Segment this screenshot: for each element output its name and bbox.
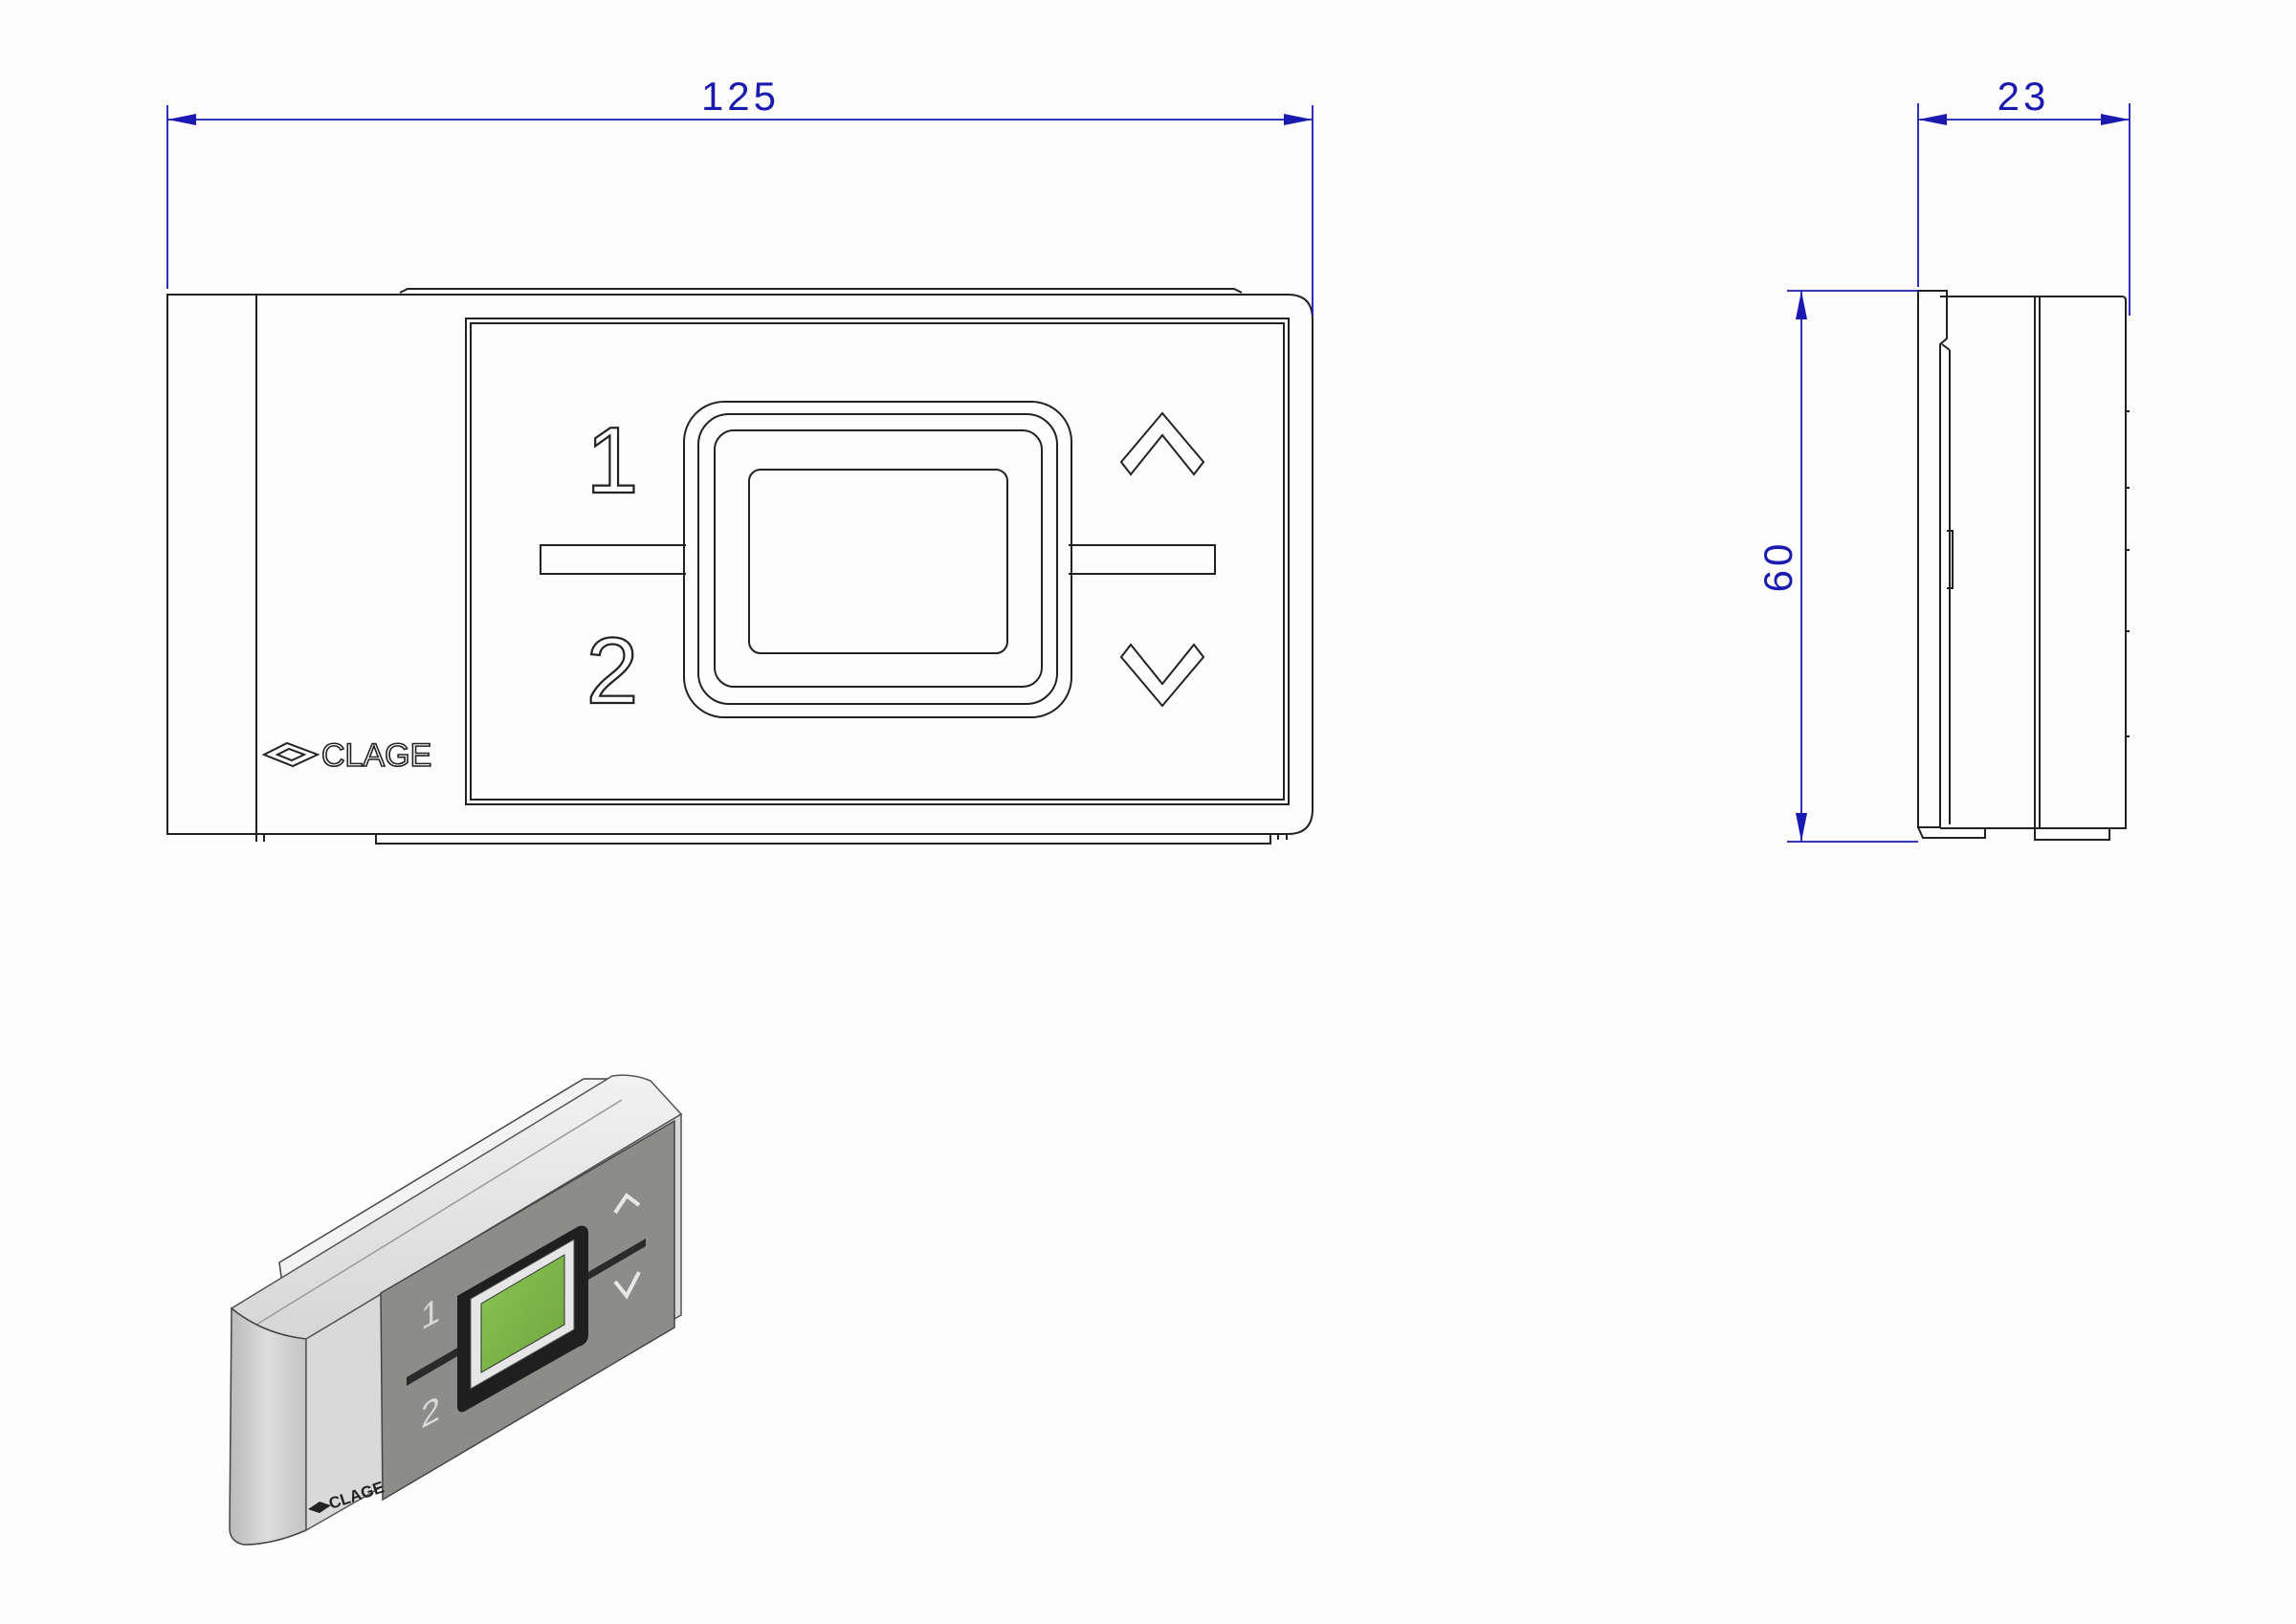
iso-key-1-label: 1 bbox=[421, 1290, 440, 1339]
height-dimension: 60 bbox=[1755, 290, 1918, 843]
iso-chevron-up-icon bbox=[613, 1193, 641, 1215]
iso-chevron-down-icon bbox=[613, 1271, 641, 1300]
key-2-label: 2 bbox=[586, 618, 639, 723]
width-value: 125 bbox=[701, 74, 780, 119]
height-value: 60 bbox=[1755, 540, 1800, 593]
chevron-down-icon bbox=[1119, 643, 1205, 708]
isometric-view: 1 2 CLAGE bbox=[229, 1074, 683, 1546]
depth-dimension: 23 bbox=[1917, 74, 2130, 316]
front-view: 1 2 CLAGE bbox=[166, 288, 1314, 845]
side-view bbox=[1917, 290, 2130, 841]
chevron-up-icon bbox=[1119, 411, 1205, 476]
key-1-label: 1 bbox=[586, 407, 639, 513]
brand-name: CLAGE bbox=[321, 737, 431, 774]
width-dimension: 125 bbox=[166, 74, 1314, 316]
iso-clage-logo-icon bbox=[308, 1502, 331, 1513]
iso-key-2-label: 2 bbox=[421, 1389, 440, 1437]
depth-value: 23 bbox=[1998, 74, 2050, 119]
clage-logo-icon bbox=[261, 741, 320, 768]
